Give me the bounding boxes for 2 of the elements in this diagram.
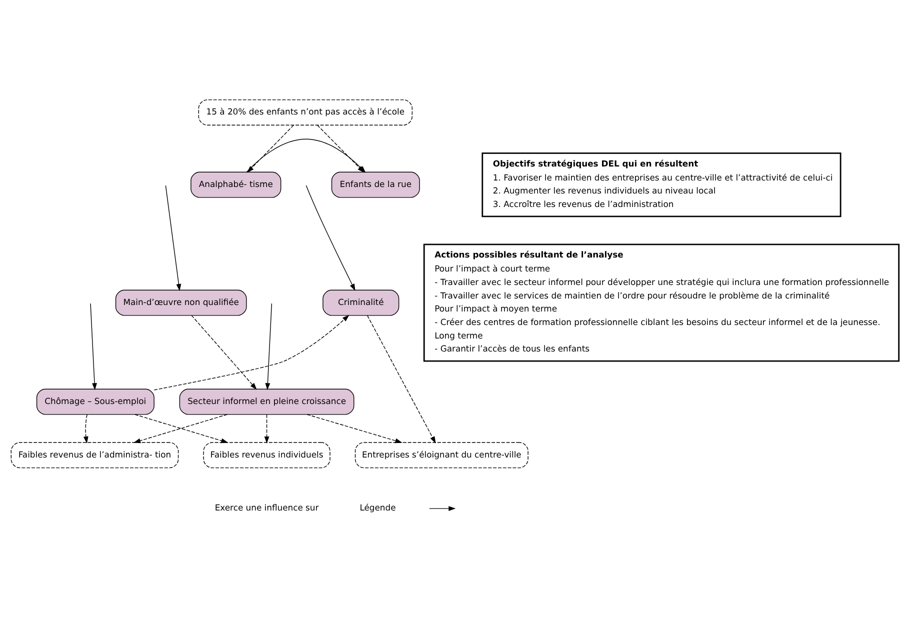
legend-label: Exerce une influence sur <box>214 502 319 513</box>
label: Légende <box>360 502 396 513</box>
